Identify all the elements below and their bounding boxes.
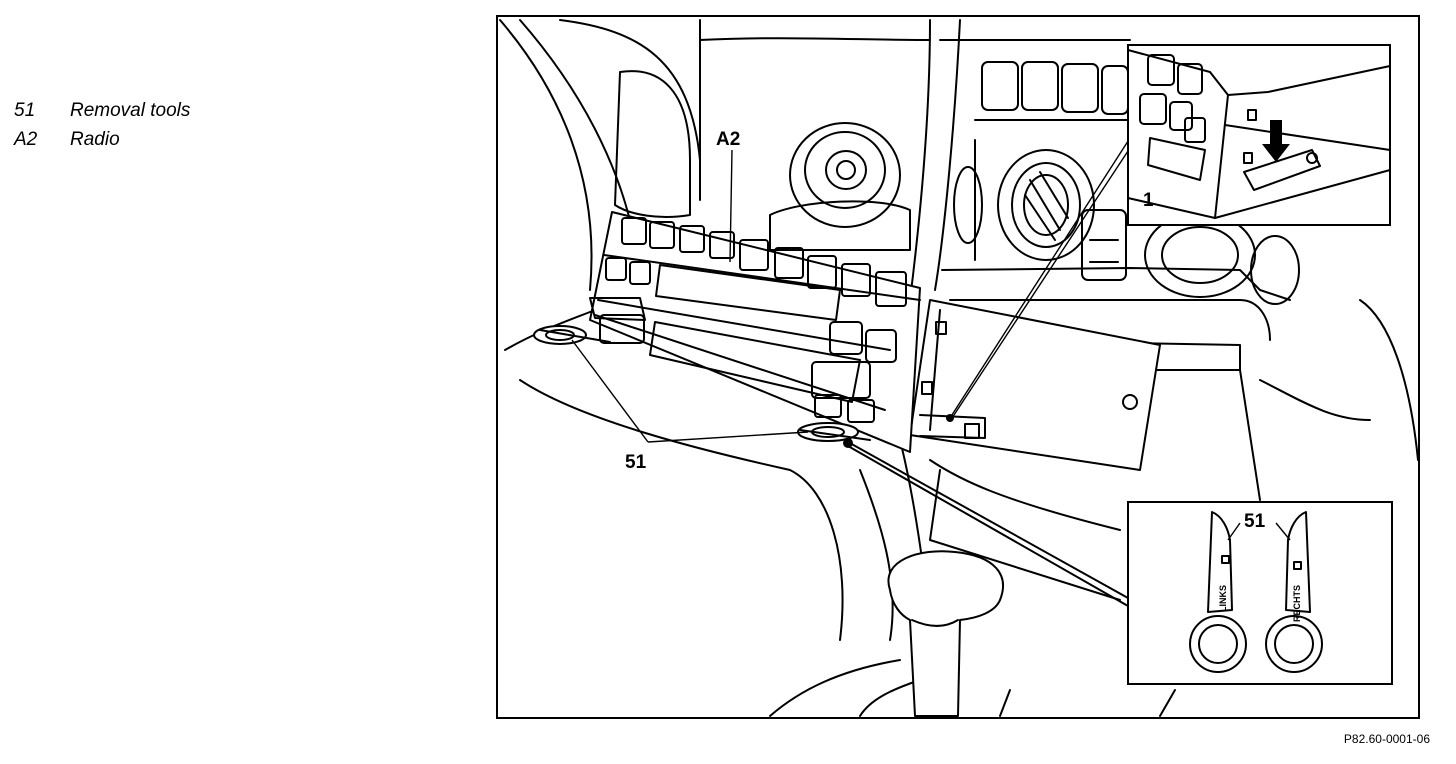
figure-reference: P82.60-0001-06 — [1343, 732, 1430, 746]
legend-text: Radio — [70, 129, 120, 150]
detail-inset-tools: LINKS RECHTS 51 — [1127, 501, 1393, 685]
radio-housing — [909, 299, 1161, 471]
legend-item-removal-tools: 51 Removal tools — [14, 96, 190, 125]
detail-index-label: 1 — [1143, 190, 1154, 211]
air-vent — [953, 149, 1300, 305]
tool-right-label: RECHTS — [1292, 585, 1302, 622]
removal-tools-callout-label: 51 — [625, 452, 647, 473]
legend-code: A2 — [14, 129, 38, 150]
legend-code: 51 — [14, 100, 36, 121]
radio-a2 — [589, 211, 921, 453]
radio-callout-label: A2 — [716, 129, 740, 150]
ignition-lock — [789, 122, 901, 228]
detail-tools-label: 51 — [1244, 511, 1266, 532]
leader-lines — [571, 109, 1149, 607]
legend-text: Removal tools — [70, 100, 191, 121]
removal-tool-inserted — [533, 325, 871, 442]
legend: 51 Removal tools A2 Radio — [14, 96, 190, 154]
legend-item-radio: A2 Radio — [14, 125, 190, 154]
detail-inset-clip: 1 — [1127, 44, 1391, 226]
dashboard-outline — [499, 19, 1419, 717]
removal-tool-left-icon: LINKS — [1189, 511, 1247, 673]
gear-lever — [887, 550, 1004, 717]
tool-left-label: LINKS — [1218, 585, 1228, 612]
removal-tool-right-icon: RECHTS — [1265, 511, 1323, 673]
